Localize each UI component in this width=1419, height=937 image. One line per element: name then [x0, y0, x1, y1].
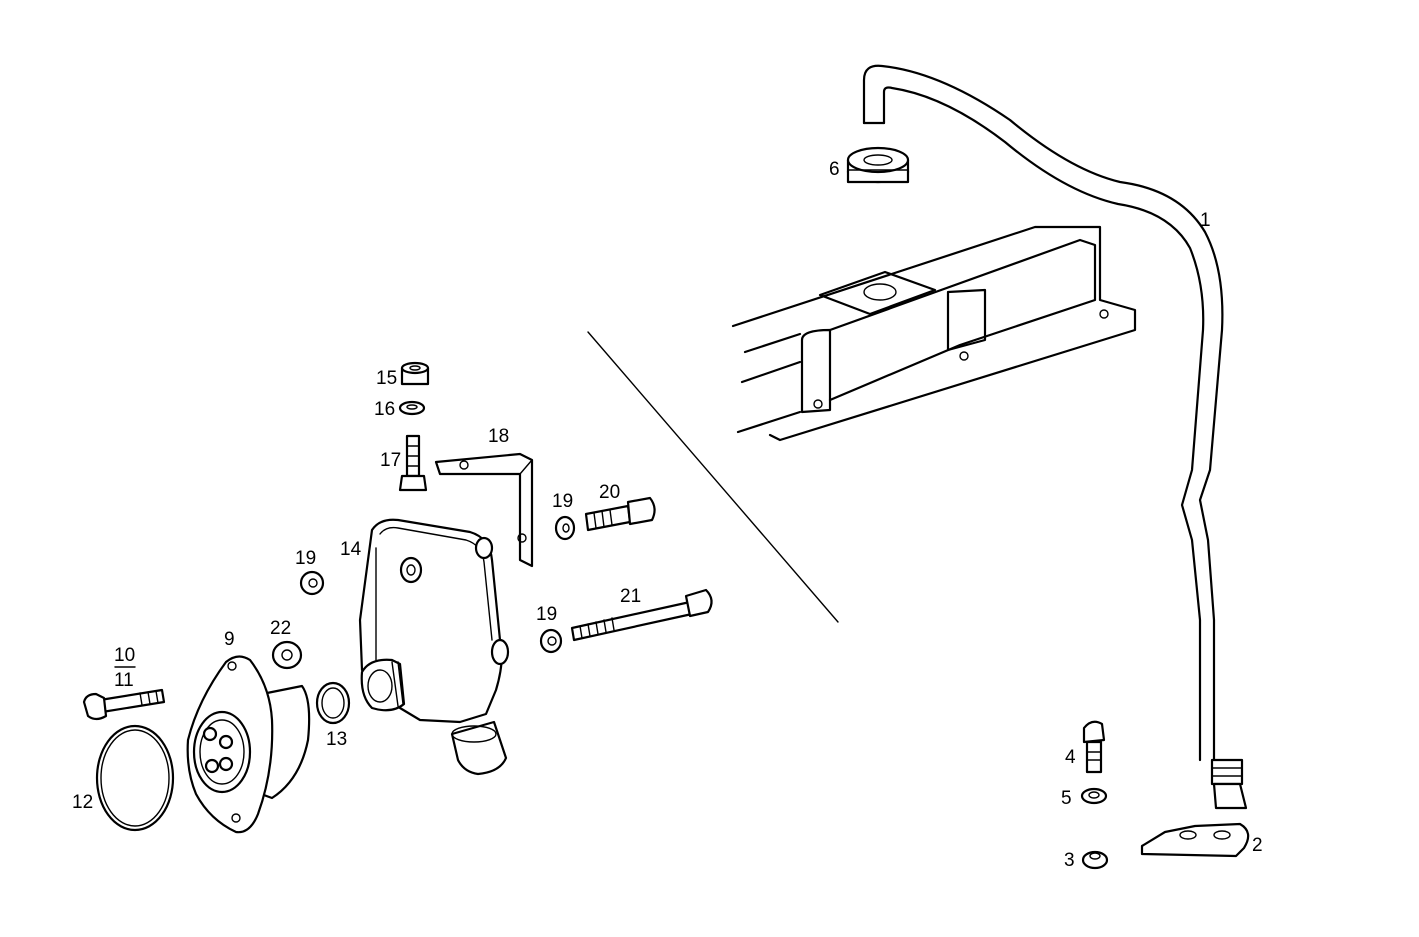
callout-label-6: 6 [829, 159, 840, 180]
callout-label-1: 1 [1200, 210, 1211, 231]
callout-label-19-top: 19 [552, 491, 573, 512]
part-19-washer-c [539, 628, 563, 654]
callout-label-11: 11 [114, 670, 134, 691]
callout-label-10: 10 [114, 645, 135, 666]
callout-label-3: 3 [1064, 850, 1075, 871]
part-21-long-bolt [570, 588, 713, 642]
callout-label-19-bottom: 19 [536, 604, 557, 625]
callout-label-20: 20 [599, 482, 620, 503]
callout-label-19-left: 19 [295, 548, 316, 569]
callout-label-13: 13 [326, 729, 347, 750]
callout-label-14: 14 [340, 539, 362, 560]
callout-label-2: 2 [1252, 835, 1263, 856]
part-16-washer [398, 400, 426, 416]
callout-label-5: 5 [1061, 788, 1072, 809]
part-20-bolt [584, 496, 656, 532]
callout-label-16: 16 [374, 399, 395, 420]
part-5-washer [1080, 787, 1108, 805]
part-15-nut [400, 361, 430, 386]
callout-label-21: 21 [620, 586, 641, 607]
part-14-housing [358, 518, 510, 776]
part-19-washer-b [299, 570, 325, 596]
part-6-grommet [846, 146, 910, 184]
callout-label-22: 22 [270, 618, 291, 639]
part-12-large-o-ring [95, 724, 175, 832]
part-22-nut [271, 640, 303, 670]
part-4-bolt [1082, 720, 1106, 774]
section-divider-line [587, 331, 839, 623]
callout-label-17: 17 [380, 450, 401, 471]
part-13-o-ring [315, 681, 351, 725]
callout-label-4: 4 [1065, 747, 1076, 768]
callout-label-12: 12 [72, 792, 93, 813]
valve-cover [731, 225, 1137, 442]
part-9-pump-flange [186, 655, 311, 834]
part-3-nut [1081, 850, 1109, 870]
callout-label-9: 9 [224, 629, 235, 650]
part-19-washer-a [554, 515, 576, 541]
callout-label-15: 15 [376, 368, 397, 389]
part-2-bracket-plate [1140, 822, 1250, 858]
part-10-11-bolt [82, 688, 166, 721]
callout-label-18: 18 [488, 426, 509, 447]
part-17-bolt [398, 434, 428, 492]
part-18-angle-bracket [434, 452, 534, 568]
part-1-breather-pipe [862, 64, 1248, 810]
